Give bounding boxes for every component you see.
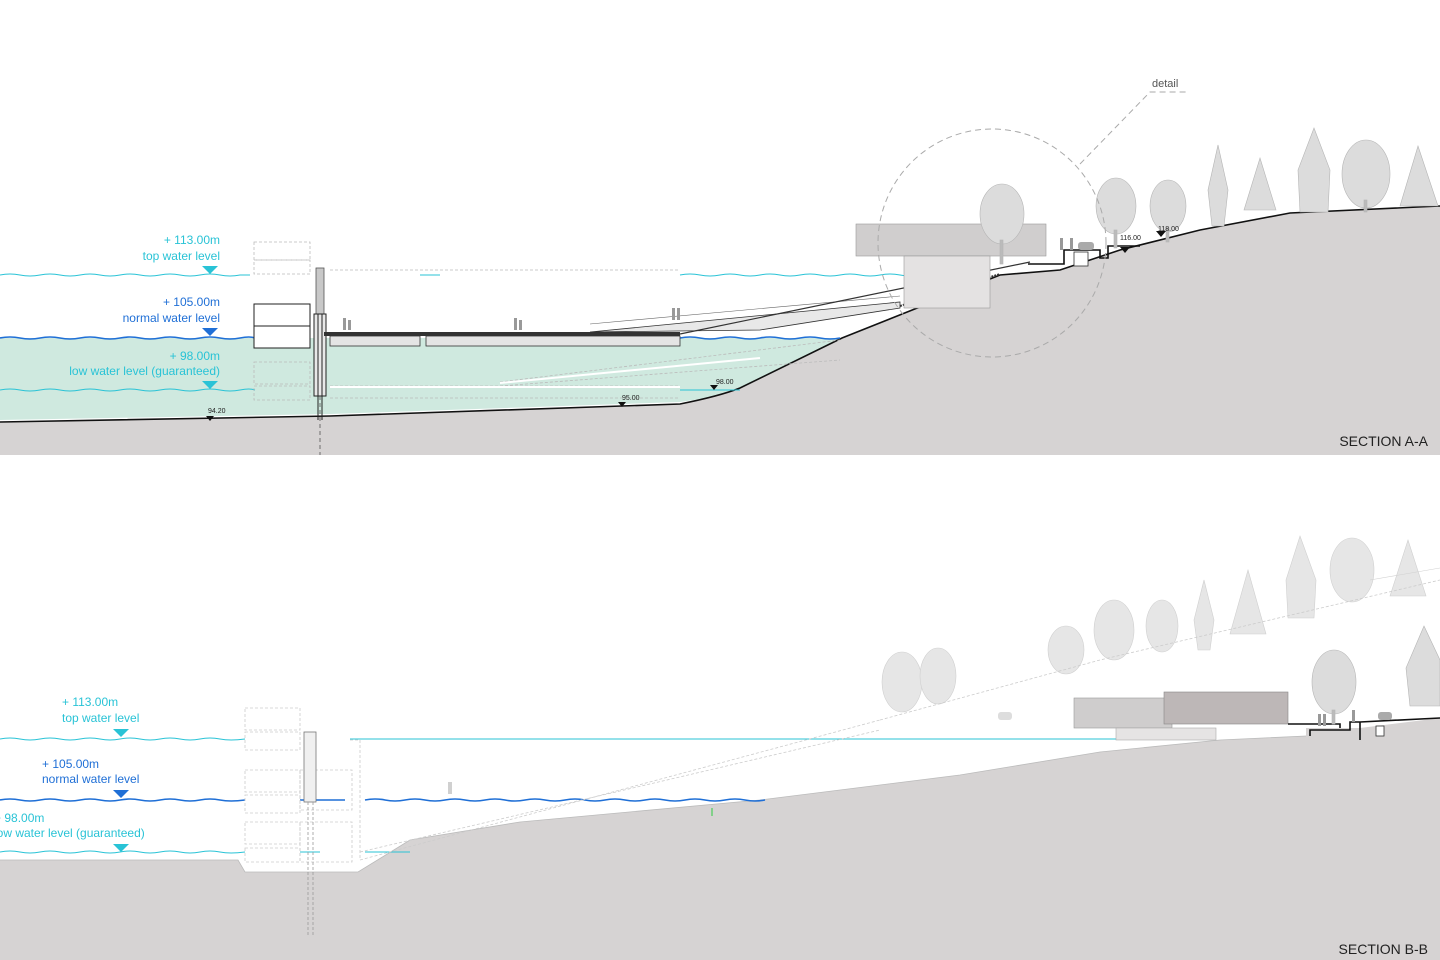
section-a-light-reflections bbox=[330, 357, 761, 388]
elevation-label: 98.00 bbox=[716, 379, 734, 386]
section-b-mast bbox=[303, 731, 317, 935]
section-a-people bbox=[343, 238, 1073, 330]
section-b-top-level-marker bbox=[113, 729, 129, 737]
section-b-normal-level-label: normal water level bbox=[42, 772, 139, 786]
section-a-top-level-label: top water level bbox=[143, 249, 220, 263]
section-a-low-level-label: low water level (guaranteed) bbox=[69, 364, 220, 378]
section-a-level-labels: + 113.00m top water level + 105.00m norm… bbox=[69, 233, 220, 389]
section-a-low-level-marker bbox=[202, 381, 218, 389]
section-b-normal-water-line bbox=[0, 798, 766, 802]
section-b-low-level-label: low water level (guaranteed) bbox=[0, 826, 145, 840]
section-a-low-water-line bbox=[0, 388, 740, 392]
section-a-ground bbox=[0, 206, 1440, 455]
section-a-normal-water-line bbox=[0, 336, 841, 340]
section-b-car bbox=[1378, 712, 1392, 720]
section-b-low-water-line bbox=[0, 850, 410, 854]
section-b-normal-level-value: + 105.00m bbox=[42, 757, 99, 771]
elevation-label: 116.00 bbox=[1120, 235, 1141, 242]
section-b: + 113.00m top water level + 105.00m norm… bbox=[0, 535, 1440, 960]
section-b-road bbox=[1288, 717, 1440, 740]
section-a-ground-line bbox=[0, 205, 1440, 423]
section-b-low-level-marker bbox=[113, 844, 129, 852]
section-a-detail-label: detail bbox=[1152, 78, 1178, 90]
section-a-title: SECTION A-A bbox=[1339, 433, 1428, 449]
section-a-normal-level-label: normal water level bbox=[123, 311, 220, 325]
section-a-top-level-marker bbox=[202, 266, 218, 274]
section-a-top-level-value: + 113.00m bbox=[164, 233, 220, 247]
section-a-floating-deck bbox=[324, 332, 681, 347]
section-a-elevation-marks: 94.20 95.00 98.00 116.00 118.00 bbox=[206, 226, 1179, 421]
section-b-trees bbox=[1311, 625, 1440, 725]
section-b-top-level-label: top water level bbox=[62, 711, 139, 725]
section-b-top-water-line bbox=[0, 737, 1120, 741]
section-b-title: SECTION B-B bbox=[1339, 941, 1428, 957]
section-a-detail-callout bbox=[877, 91, 1186, 358]
section-b-level-labels: + 113.00m top water level + 105.00m norm… bbox=[0, 695, 145, 852]
elevation-label: 118.00 bbox=[1158, 226, 1179, 233]
section-b-ground bbox=[0, 718, 1440, 960]
section-b-ground-line bbox=[0, 735, 1307, 873]
section-a-low-level-value: + 98.00m bbox=[170, 349, 220, 363]
section-b-building bbox=[1073, 691, 1289, 741]
section-a-mast bbox=[313, 267, 327, 455]
section-b-normal-level-marker bbox=[113, 790, 129, 798]
elevation-label: 95.00 bbox=[622, 395, 640, 402]
section-a-car bbox=[1078, 242, 1094, 250]
section-b-person bbox=[448, 782, 452, 794]
section-b-people bbox=[1318, 710, 1355, 726]
section-b-upper-slope-dashed bbox=[879, 579, 1440, 721]
section-a-normal-level-marker bbox=[202, 328, 218, 336]
section-a-normal-level-value: + 105.00m bbox=[163, 295, 220, 309]
section-a-top-water-line bbox=[0, 273, 986, 277]
section-a-water-fill bbox=[0, 338, 842, 420]
section-b-car-faded bbox=[998, 712, 1012, 720]
section-a-floating-box bbox=[253, 303, 311, 349]
section-b-ghost-boxes bbox=[244, 707, 881, 863]
section-b-top-level-value: + 113.00m bbox=[62, 695, 118, 709]
elevation-label: 94.20 bbox=[208, 408, 226, 415]
section-a-road bbox=[1028, 245, 1140, 267]
section-a-trees bbox=[979, 127, 1439, 265]
section-b-low-level-value: + 98.00m bbox=[0, 811, 44, 825]
section-b-background-trees bbox=[881, 535, 1440, 713]
section-a: detail + 113.00m top water level + 105.0… bbox=[0, 78, 1440, 455]
